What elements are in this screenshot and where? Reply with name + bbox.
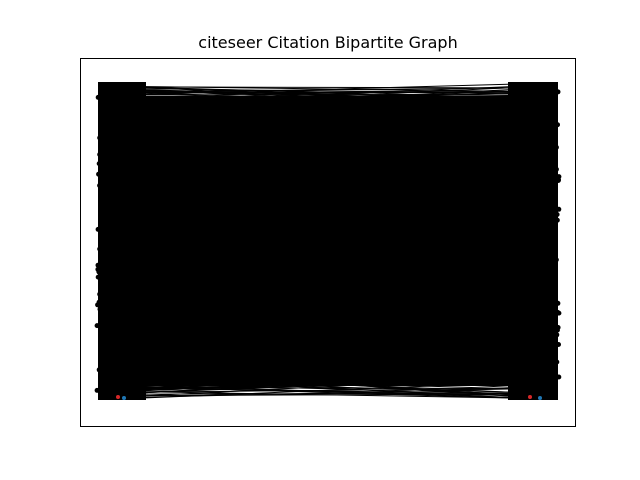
- graph-node: [555, 300, 561, 306]
- graph-node: [554, 212, 560, 217]
- graph-node: [94, 323, 100, 329]
- graph-node: [555, 89, 561, 95]
- graph-edge: [145, 87, 509, 105]
- graph-node: [553, 166, 559, 172]
- graph-node: [556, 342, 561, 347]
- graph-node: [538, 396, 542, 400]
- graph-node: [553, 257, 559, 263]
- graph-node: [553, 144, 559, 150]
- left-node-column: [98, 82, 146, 400]
- graph-node: [97, 246, 103, 252]
- graph-node: [95, 262, 101, 268]
- graph-node: [96, 269, 102, 275]
- graph-node: [96, 161, 102, 167]
- graph-node: [95, 226, 101, 232]
- graph-edge: [145, 376, 509, 397]
- graph-edge: [145, 99, 509, 110]
- graph-node: [96, 367, 102, 373]
- graph-edge: [145, 378, 509, 398]
- graph-node: [554, 217, 560, 223]
- graph-edge: [145, 368, 509, 382]
- graph-node: [555, 122, 560, 128]
- graph-node: [97, 306, 103, 312]
- axes-frame: [80, 58, 576, 427]
- graph-edge: [145, 90, 509, 99]
- graph-node: [122, 396, 126, 400]
- graph-node: [95, 302, 101, 308]
- graph-edge: [145, 90, 509, 92]
- edge-mass: [120, 96, 524, 386]
- graph-node: [95, 274, 101, 280]
- graph-node: [116, 395, 120, 399]
- graph-node: [556, 174, 562, 180]
- edges: [145, 83, 509, 399]
- graph-node: [555, 325, 561, 330]
- graph-node: [556, 374, 562, 380]
- nodes: [94, 89, 562, 400]
- right-node-column: [508, 82, 558, 400]
- graph-node: [555, 178, 561, 183]
- graph-edge: [145, 104, 509, 108]
- graph-node: [556, 206, 562, 212]
- graph-node: [554, 332, 560, 338]
- graph-node: [554, 359, 560, 365]
- graph-node: [97, 152, 103, 157]
- graph-node: [528, 395, 532, 399]
- graph-node: [97, 172, 102, 177]
- graph-node: [95, 94, 101, 100]
- graph-edge: [145, 385, 509, 398]
- graph-edge: [145, 376, 509, 389]
- graph-node: [97, 291, 103, 297]
- graph-node: [94, 387, 100, 393]
- graph-edge: [145, 86, 509, 89]
- graph-node: [97, 183, 103, 188]
- graph-edge: [145, 373, 509, 386]
- graph-node: [97, 135, 103, 141]
- plot-title: citeseer Citation Bipartite Graph: [198, 33, 458, 52]
- graph-edge: [145, 94, 509, 96]
- graph-edge: [145, 83, 509, 95]
- graph-node: [556, 310, 562, 316]
